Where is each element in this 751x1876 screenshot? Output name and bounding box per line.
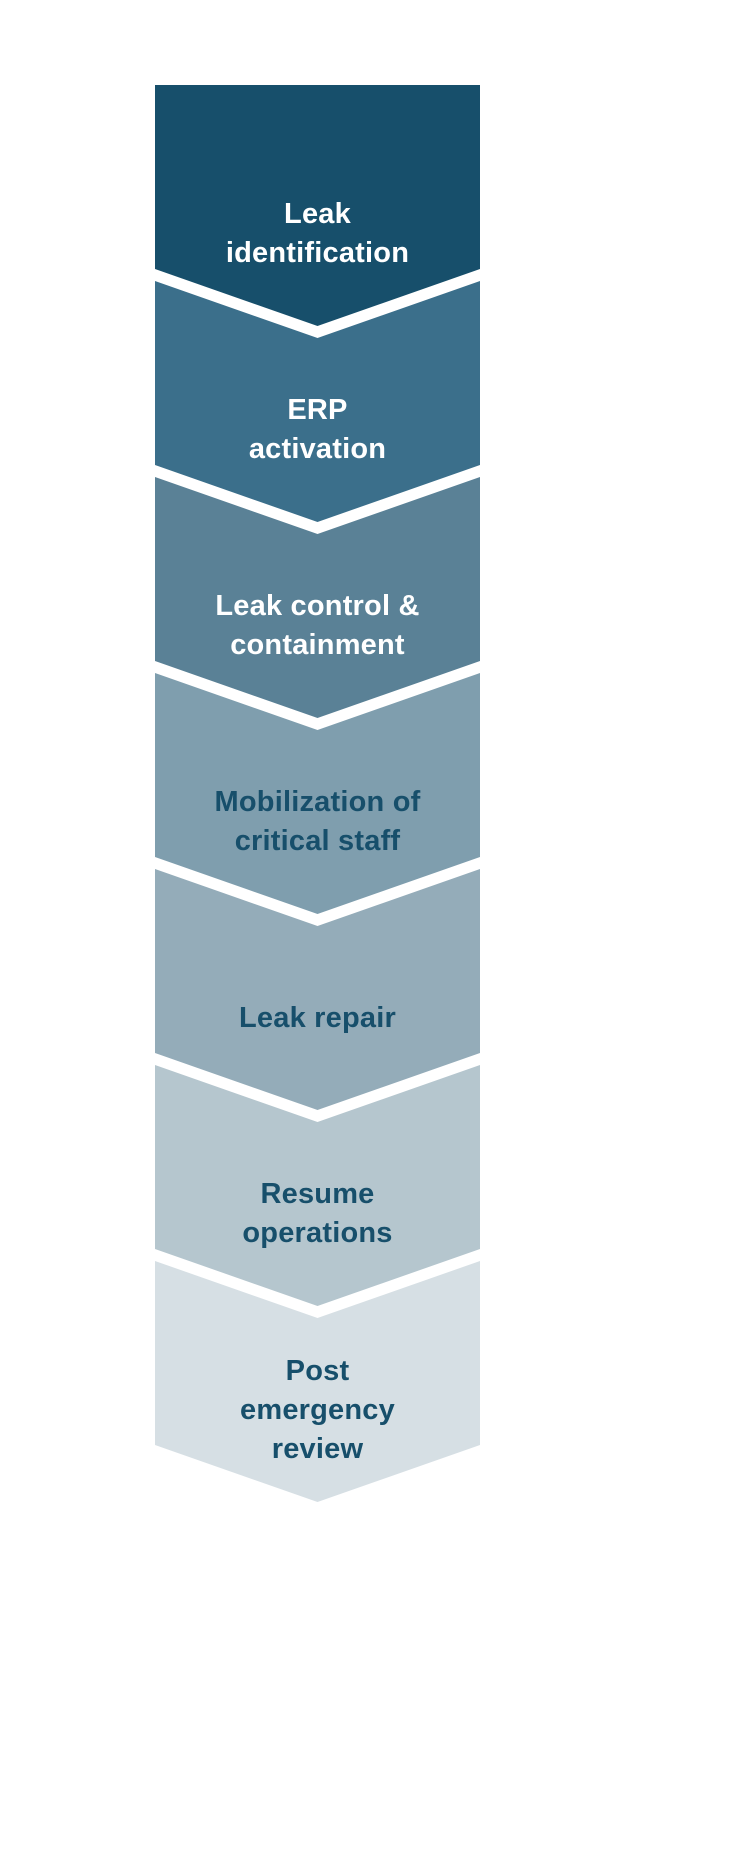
step-leak-identification: Leak identification <box>155 85 480 326</box>
step-label-leak-identification: Leak identification <box>225 198 410 269</box>
step-label-mobilization-of-critical-staff: Mobilization of critical staff <box>214 786 421 857</box>
step-label-leak-repair: Leak repair <box>239 1001 396 1034</box>
step-leak-control-containment: Leak control & containment <box>155 477 480 718</box>
step-label-resume-operations: Resume operations <box>242 1178 393 1249</box>
step-label-post-emergency-review: Post emergency review <box>240 1354 395 1465</box>
step-label-erp-activation: ERP activation <box>248 394 387 465</box>
step-post-emergency-review: Post emergency review <box>155 1261 480 1502</box>
step-label-leak-control-containment: Leak control & containment <box>215 590 420 661</box>
